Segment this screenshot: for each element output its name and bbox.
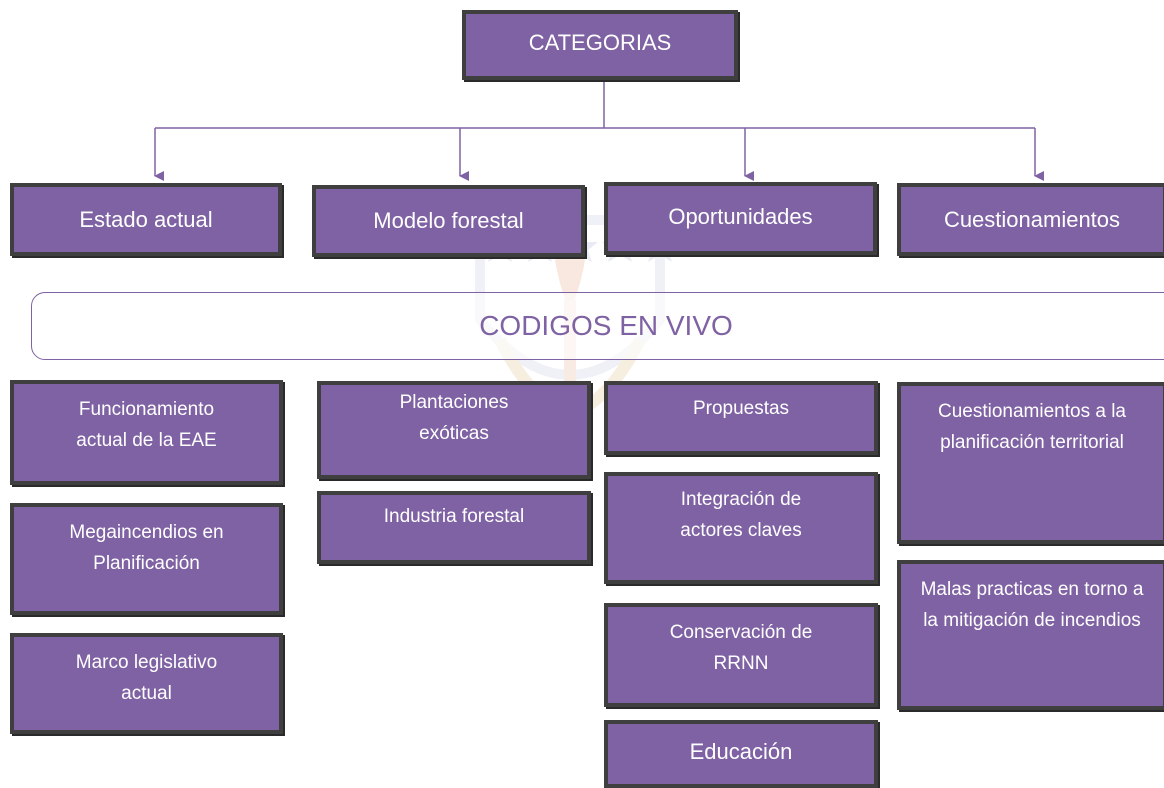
code-label: Industria forestal	[383, 506, 525, 527]
code-label: Plantaciones exóticas	[399, 392, 509, 444]
codigos-label: CODIGOS EN VIVO	[479, 310, 733, 341]
code-label: Megaincendios en Planificación	[69, 522, 224, 574]
category-modelo-forestal: Modelo forestal	[312, 185, 585, 257]
root-label: CATEGORIAS	[528, 30, 672, 55]
category-label: Estado actual	[79, 206, 213, 232]
code-box: Educación	[604, 720, 878, 788]
code-label: Cuestionamientos a la planificación terr…	[938, 401, 1126, 453]
code-box: Plantaciones exóticas	[317, 381, 591, 479]
code-box: Cuestionamientos a la planificación terr…	[897, 382, 1164, 544]
code-label: Marco legislativo actual	[75, 652, 218, 704]
code-box: Integración de actores claves	[604, 472, 878, 584]
root-node-categorias: CATEGORIAS	[462, 10, 738, 80]
category-oportunidades: Oportunidades	[604, 182, 877, 255]
code-box: Marco legislativo actual	[10, 633, 283, 734]
code-label: Conservación de RRNN	[669, 622, 813, 674]
category-label: Oportunidades	[668, 204, 813, 229]
category-cuestionamientos: Cuestionamientos	[897, 183, 1164, 256]
code-box: Megaincendios en Planificación	[10, 503, 283, 615]
code-box: Funcionamiento actual de la EAE	[10, 380, 283, 485]
code-label: Propuestas	[692, 398, 790, 419]
code-box: Conservación de RRNN	[604, 603, 878, 707]
category-label: Cuestionamientos	[943, 206, 1121, 232]
code-box: Propuestas	[604, 381, 878, 455]
code-box: Industria forestal	[317, 491, 591, 564]
code-label: Funcionamiento actual de la EAE	[76, 399, 217, 451]
code-box: Malas practicas en torno a la mitigación…	[897, 560, 1164, 710]
code-label: Integración de actores claves	[680, 489, 802, 541]
category-label: Modelo forestal	[373, 208, 524, 233]
code-label: Malas practicas en torno a la mitigación…	[920, 579, 1144, 631]
codigos-en-vivo-banner: CODIGOS EN VIVO	[31, 292, 1164, 360]
code-label: Educación	[689, 739, 793, 764]
category-estado-actual: Estado actual	[10, 183, 282, 256]
